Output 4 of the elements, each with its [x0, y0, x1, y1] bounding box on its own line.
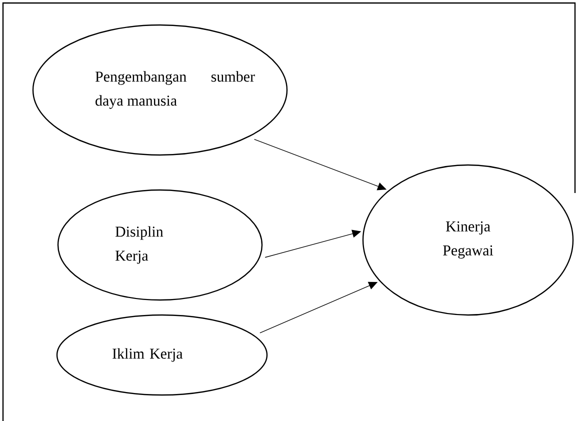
ellipse-node: Pengembangan sumber daya manusia [32, 24, 288, 156]
ellipse-node: Iklim Kerja [56, 314, 268, 396]
ellipse-node: Disiplin Kerja [57, 189, 263, 301]
ellipse-node: Kinerja Pegawai [362, 164, 574, 316]
